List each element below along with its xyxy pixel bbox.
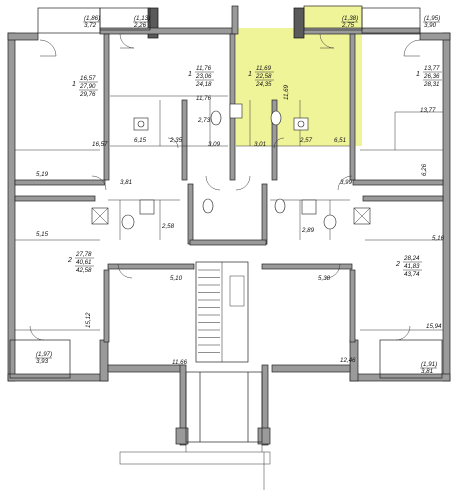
room-area-r23: 15,94 xyxy=(426,323,442,330)
balcony-area-reduced: (1,38) xyxy=(342,15,358,22)
balcony-label-b2: (1,13)2,26 xyxy=(133,15,150,29)
room-area-r21: 5,38 xyxy=(318,275,331,282)
partition-lines xyxy=(15,95,443,331)
balcony-label-b3: (1,38)2,75 xyxy=(341,15,358,29)
apartment-living-area: 16,57 xyxy=(80,75,96,82)
apartment-total-area: 29,76 xyxy=(79,91,96,98)
balcony-area: 3,90 xyxy=(424,22,437,29)
room-area-r25: 12,46 xyxy=(340,357,356,364)
balcony-area-reduced: (1,86) xyxy=(84,15,100,22)
room-area-r13: 3,81 xyxy=(120,179,132,186)
apartment-rooms: 1 xyxy=(416,71,420,78)
interior-walls xyxy=(14,33,444,343)
balcony-label-b1: (1,86)3,72 xyxy=(83,15,100,29)
entrance-porch xyxy=(119,371,271,490)
balcony-area: 2,75 xyxy=(341,22,355,29)
room-area-r5: 6,15 xyxy=(134,137,147,144)
balcony-area-reduced: (1,95) xyxy=(424,15,440,22)
room-area-r14: 3,99 xyxy=(340,179,353,186)
apartment-rooms: 1 xyxy=(188,71,192,78)
room-area-r7: 2,73 xyxy=(197,117,211,124)
room-area-r1: 16,57 xyxy=(92,141,108,148)
apartment-rooms: 1 xyxy=(72,81,76,88)
room-area-r6: 2,35 xyxy=(169,137,183,144)
balcony-label-b5: (1,97)3,93 xyxy=(35,351,52,365)
balcony-area-reduced: (1,91) xyxy=(421,361,437,368)
room-area-r9: 3,01 xyxy=(254,141,266,148)
door-swings xyxy=(29,33,421,341)
balconies xyxy=(9,5,443,379)
balcony-area: 2,26 xyxy=(133,22,147,29)
balcony-area: 3,93 xyxy=(36,358,49,365)
apartment-total-area: 28,31 xyxy=(423,81,439,88)
apartment-living-area: 28,24 xyxy=(403,255,420,262)
room-area-r4: 13,77 xyxy=(420,107,436,114)
room-area-r12: 5,19 xyxy=(36,171,49,178)
room-area-r18: 2,89 xyxy=(301,227,315,234)
balcony-labels: (1,86)3,72 (1,13)2,26 (1,38)2,75 (1,95)3,90… xyxy=(35,15,440,375)
apartment-total-area: 42,58 xyxy=(76,267,92,274)
apartment-usable-area: 23,06 xyxy=(195,73,212,80)
apartment-living-area: 11,69 xyxy=(256,65,272,72)
apartment-living-area: 27,78 xyxy=(75,251,92,258)
apartment-usable-area: 41,83 xyxy=(404,263,420,270)
apartment-usable-area: 26,36 xyxy=(423,73,440,80)
room-area-labels: 16,57 11,76 11,69 13,77 6,15 2,35 2,73 3,09 3,01… xyxy=(36,84,445,366)
room-area-r16: 5,15 xyxy=(36,231,49,238)
apartment-living-area: 11,76 xyxy=(196,65,212,72)
apartment-total-area: 43,74 xyxy=(404,271,420,278)
room-area-r15: 6,26 xyxy=(421,163,428,176)
balcony-area: 3,81 xyxy=(421,368,433,375)
apartment-rooms: 2 xyxy=(67,257,72,264)
room-area-r8: 3,09 xyxy=(208,141,221,148)
apartment-rooms: 2 xyxy=(395,261,400,268)
room-area-r19: 5,16 xyxy=(432,235,445,242)
balcony-label-b6: (1,91)3,81 xyxy=(420,361,437,375)
room-area-r22: 15,12 xyxy=(85,312,92,328)
room-area-r10: 2,57 xyxy=(299,137,313,144)
bathroom-fixtures xyxy=(91,103,371,230)
exterior-walls xyxy=(7,5,451,446)
apartment-labels: 116,5727,9029,76111,7623,0624,18111,6922… xyxy=(67,65,442,278)
balcony-area-reduced: (1,97) xyxy=(36,351,52,358)
room-area-r20: 5,10 xyxy=(170,275,183,282)
apartment-usable-area: 27,90 xyxy=(79,83,96,90)
balcony-area: 3,72 xyxy=(84,22,97,29)
apartment-total-area: 24,35 xyxy=(255,81,272,88)
apartment-usable-area: 40,61 xyxy=(76,259,91,266)
room-area-r17: 2,58 xyxy=(161,223,175,230)
room-area-r11: 6,51 xyxy=(334,137,346,144)
apartment-total-area: 24,18 xyxy=(195,81,212,88)
balcony-label-b4: (1,95)3,90 xyxy=(423,15,440,29)
staircase xyxy=(195,261,249,363)
room-area-r3: 11,69 xyxy=(283,84,290,100)
apartment-living-area: 13,77 xyxy=(424,65,440,72)
apartment-usable-area: 22,58 xyxy=(255,73,272,80)
balcony-area-reduced: (1,13) xyxy=(134,15,150,22)
apartment-rooms: 1 xyxy=(248,71,252,78)
room-area-r24: 11,66 xyxy=(172,359,188,366)
room-area-r2: 11,76 xyxy=(196,95,212,102)
